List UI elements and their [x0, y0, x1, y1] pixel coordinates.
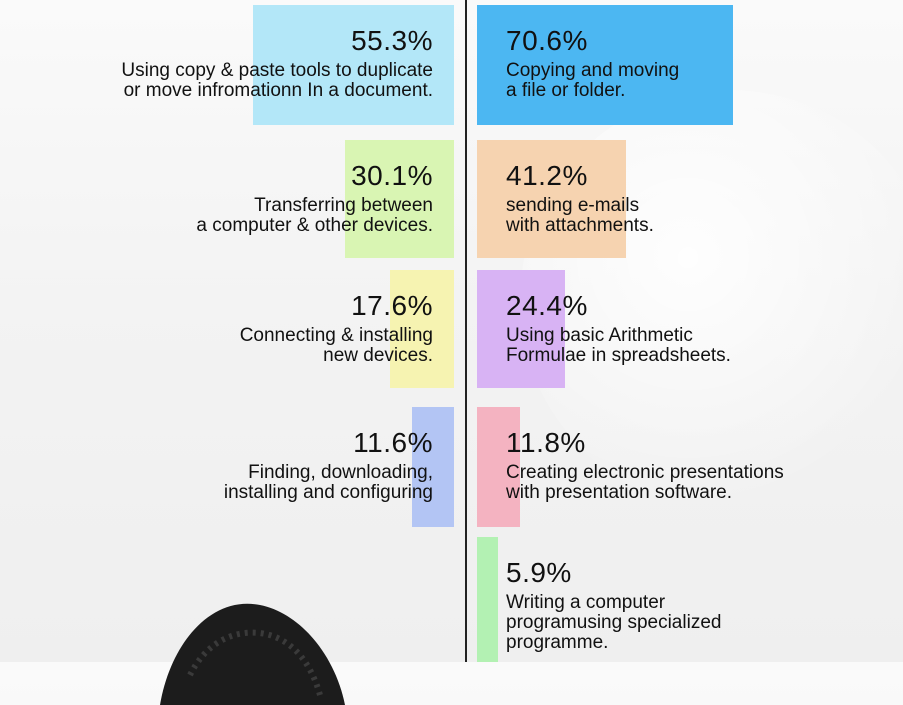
- left-category-line: Using copy & paste tools to duplicate: [121, 60, 433, 81]
- right-bar-0: [477, 5, 733, 125]
- right-value-label-1: 41.2%: [506, 160, 588, 191]
- right-value-label-0: 70.6%: [506, 25, 588, 56]
- left-value-label-2: 17.6%: [351, 290, 433, 321]
- right-category-line: with presentation software.: [506, 482, 733, 503]
- right-value-label-3: 11.8%: [506, 427, 586, 458]
- right-category-line: Using basic Arithmetic: [506, 325, 693, 346]
- right-category-line: Formulae in spreadsheets.: [506, 345, 731, 366]
- left-category-line: a computer & other devices.: [196, 215, 433, 236]
- left-category-line: Finding, downloading,: [248, 462, 433, 483]
- right-value-label-4: 5.9%: [506, 557, 572, 588]
- right-value-label-2: 24.4%: [506, 290, 588, 321]
- right-category-line: Creating electronic presentations: [506, 462, 784, 483]
- right-category-line: Copying and moving: [506, 60, 680, 81]
- right-category-line: sending e-mails: [506, 195, 640, 216]
- right-category-line: a file or folder.: [506, 80, 626, 101]
- person-photo: [160, 603, 345, 705]
- center-divider: [465, 0, 467, 662]
- left-value-label-1: 30.1%: [351, 160, 433, 191]
- right-bar-4: [477, 537, 498, 662]
- left-category-line: Connecting & installing: [239, 325, 433, 346]
- right-category-line: Writing a computer: [506, 592, 666, 613]
- right-bar-1: [477, 140, 626, 258]
- left-bar-2: [390, 270, 454, 388]
- left-value-label-3: 11.6%: [353, 427, 433, 458]
- left-bar-3: [412, 407, 454, 527]
- left-bar-0: [253, 5, 454, 125]
- left-category-line: new devices.: [323, 345, 433, 366]
- right-category-line: programme.: [506, 632, 609, 653]
- left-category-label-3: Finding, downloading,installing and conf…: [224, 463, 433, 503]
- left-bar-1: [345, 140, 454, 258]
- right-bar-2: [477, 270, 565, 388]
- left-category-line: or move infromationn In a document.: [123, 80, 433, 101]
- left-value-label-0: 55.3%: [351, 25, 433, 56]
- right-category-line: programusing specialized: [506, 612, 722, 633]
- right-bar-3: [477, 407, 520, 527]
- left-category-line: installing and configuring: [223, 482, 433, 503]
- right-category-line: with attachments.: [506, 215, 654, 236]
- left-category-line: Transferring between: [254, 195, 433, 216]
